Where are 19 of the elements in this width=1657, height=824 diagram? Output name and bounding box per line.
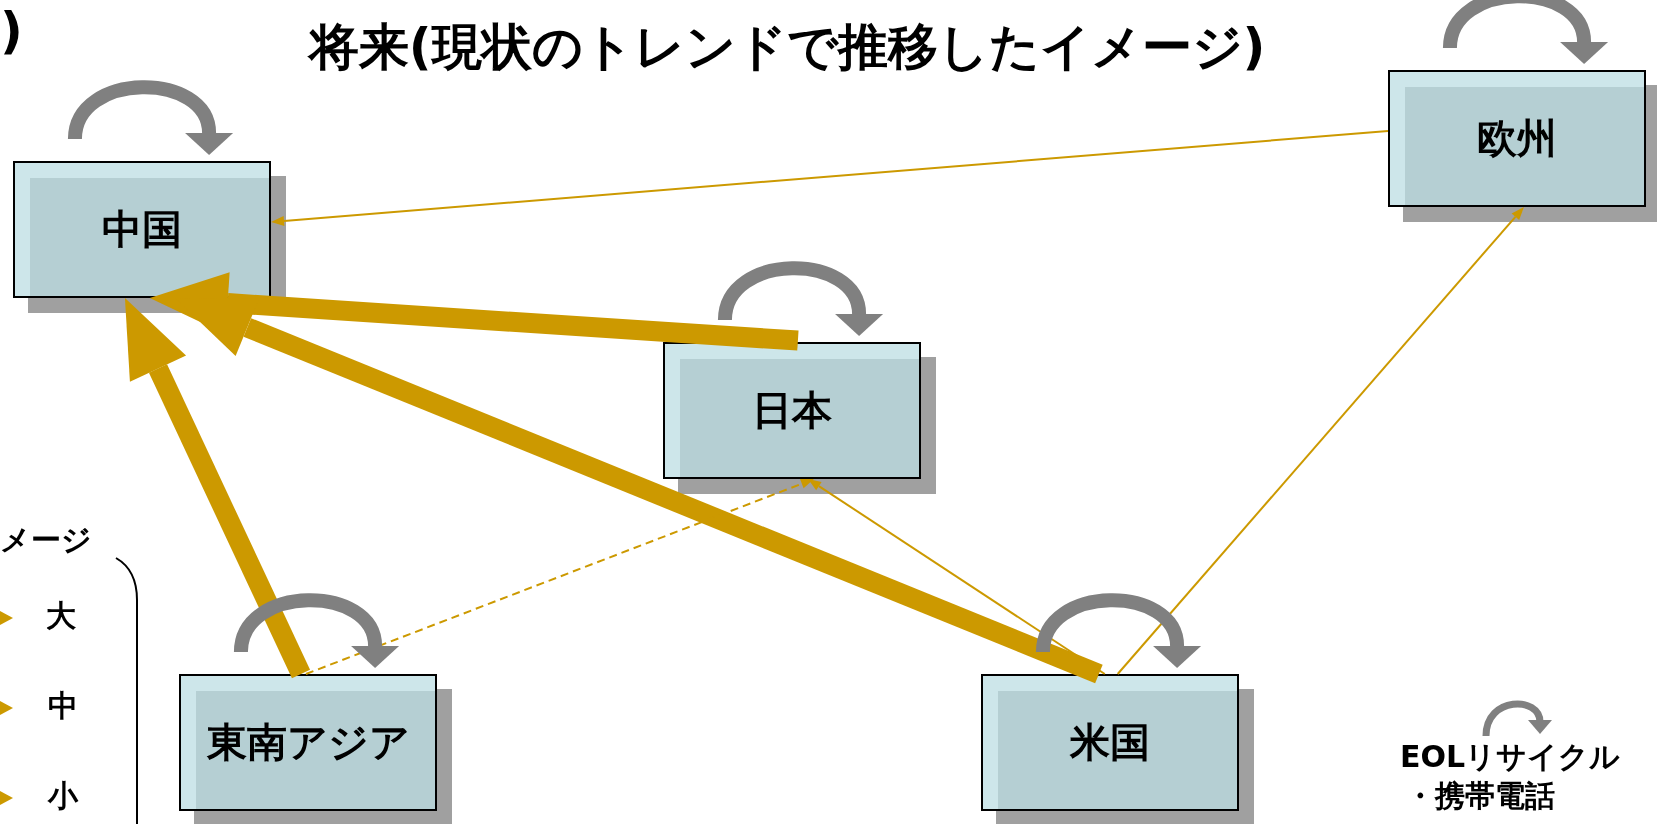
title: 将来(現状のトレンドで推移したイメージ) bbox=[308, 17, 1266, 78]
region-label: 米国 bbox=[1070, 718, 1150, 767]
arrow bbox=[149, 272, 799, 351]
region-label: 日本 bbox=[752, 386, 832, 435]
label-text: ・携帯電話 bbox=[1405, 777, 1555, 815]
legend-text: 中 bbox=[48, 687, 78, 725]
arrow bbox=[304, 479, 814, 675]
arrow bbox=[808, 478, 1106, 675]
region-label: 欧州 bbox=[1477, 114, 1557, 163]
label-text: メージ bbox=[0, 521, 92, 559]
arrow bbox=[271, 130, 1389, 226]
arrow bbox=[1116, 207, 1524, 675]
legend-text: 小 bbox=[48, 777, 78, 815]
legend-text: 大 bbox=[46, 597, 76, 635]
arrow bbox=[124, 297, 311, 679]
label-text: ) bbox=[0, 2, 23, 60]
region-label: 中国 bbox=[102, 205, 182, 254]
legend-text: EOLリサイクル bbox=[1400, 738, 1621, 776]
region-label: 東南アジア bbox=[206, 718, 410, 767]
